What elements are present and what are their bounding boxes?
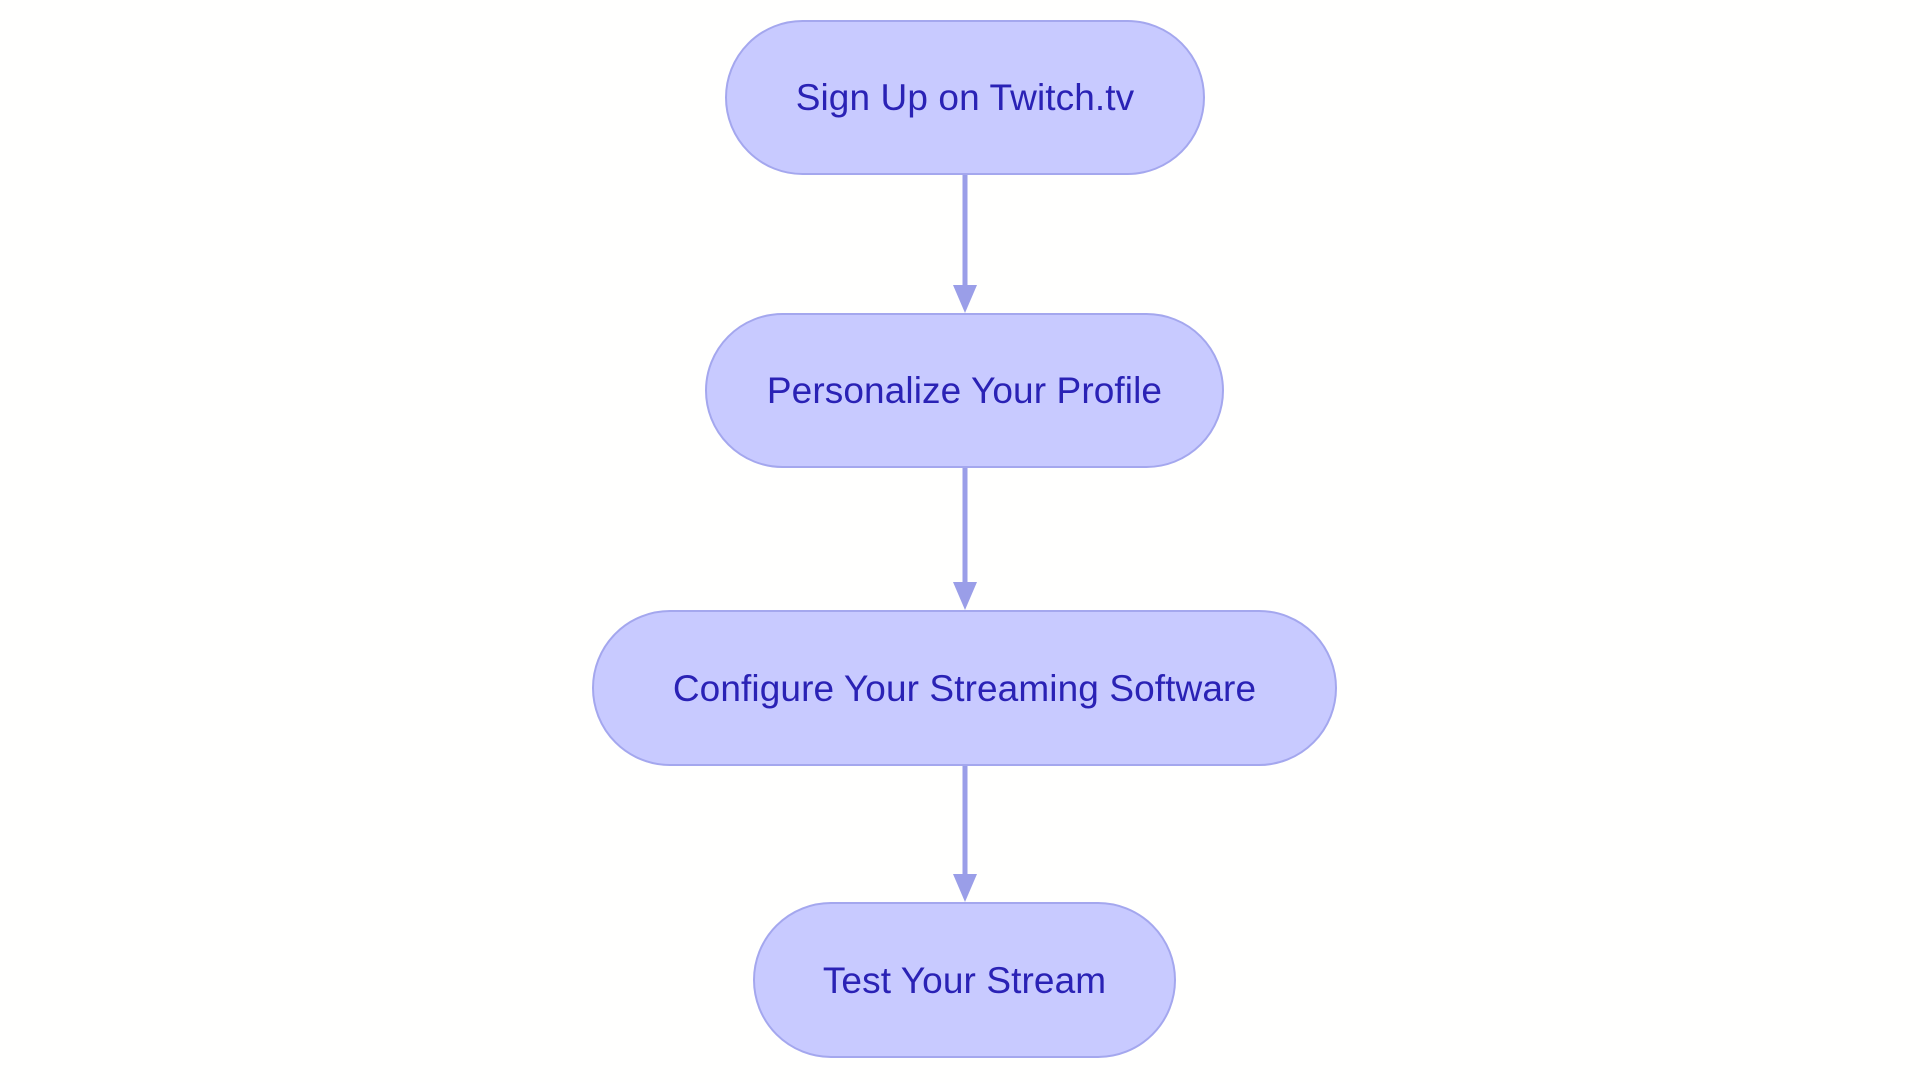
flow-node-configure-your-streaming-software[interactable]: Configure Your Streaming Software [592,610,1337,766]
flow-node-test-your-stream[interactable]: Test Your Stream [753,902,1176,1058]
arrow-down-icon [953,582,977,610]
flow-node-label: Test Your Stream [822,959,1107,1001]
flow-node-sign-up-on-twitch-tv[interactable]: Sign Up on Twitch.tv [725,20,1205,175]
edge-n1-n2 [953,175,977,313]
arrow-down-icon [953,874,977,902]
flow-node-label: Configure Your Streaming Software [672,667,1257,709]
flow-node-personalize-your-profile[interactable]: Personalize Your Profile [705,313,1224,468]
edge-n2-n3 [953,468,977,610]
flow-node-label: Sign Up on Twitch.tv [795,77,1135,118]
flow-node-label: Personalize Your Profile [766,370,1163,411]
arrow-down-icon [953,285,977,313]
edge-n3-n4 [953,766,977,902]
